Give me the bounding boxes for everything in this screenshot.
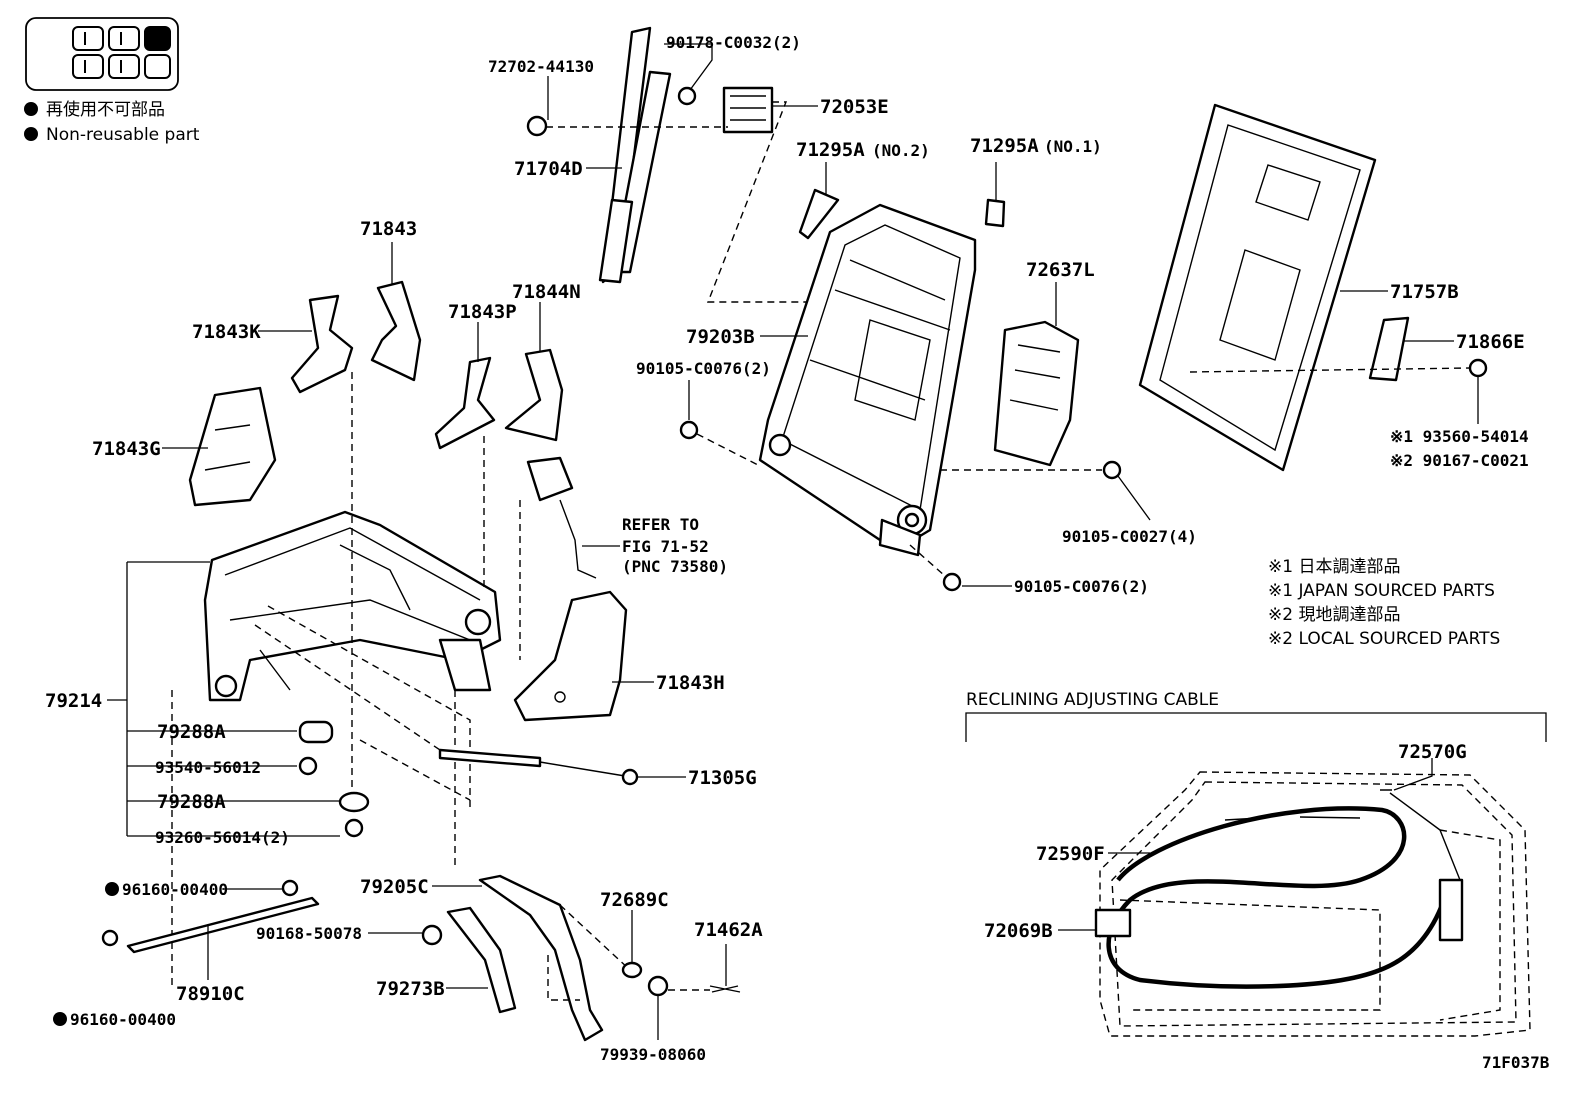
label-71866e: 71866E: [1456, 331, 1525, 353]
bolt-90105-c0076-upper: [679, 420, 699, 440]
arm-79205c: [478, 874, 604, 1042]
clip-96160-upper: [281, 879, 299, 897]
label-71295a-no1-sub: (NO.1): [1044, 137, 1102, 156]
label-79205c: 79205C: [360, 876, 429, 898]
headrest-support-part: [526, 26, 774, 284]
label-71305g: 71305G: [688, 767, 757, 789]
seat-position-icon: [25, 17, 179, 91]
rod-78910c: [126, 896, 320, 954]
refer-line-3: (PNC 73580): [622, 557, 728, 576]
label-79939-08060: 79939-08060: [600, 1045, 706, 1064]
cover-71866e: [1368, 316, 1410, 382]
label-90105-c0076-upper: 90105-C0076(2): [636, 359, 771, 378]
note-2-jp: ※2 現地調達部品: [1268, 605, 1400, 625]
label-71843: 71843: [360, 218, 417, 240]
reclining-cable: [1106, 806, 1453, 989]
label-72053e: 72053E: [820, 96, 889, 118]
label-79288a-1: 79288A: [157, 721, 226, 743]
seatback-board-71757b: [1138, 103, 1377, 472]
label-90105-c0027: 90105-C0027(4): [1062, 527, 1197, 546]
label-93540-56012: 93540-56012: [155, 758, 261, 777]
cover-71843: [370, 280, 422, 382]
label-79273b: 79273B: [376, 978, 445, 1000]
bolt-93540: [298, 756, 318, 776]
cap-79288a-1: [298, 720, 334, 744]
clip-96160-lower: [101, 929, 119, 947]
label-93260-56014: 93260-56014(2): [155, 828, 290, 847]
bolt-90168: [421, 924, 443, 946]
cap-79288a-2: [338, 791, 370, 813]
cable-lever: [1438, 878, 1464, 942]
gas-spring-71305g: [438, 748, 542, 768]
label-72637l: 72637L: [1026, 259, 1095, 281]
label-90167-c0021: ※2 90167-C0021: [1390, 451, 1529, 470]
bolt-93260: [344, 818, 364, 838]
label-71843k: 71843K: [192, 321, 261, 343]
label-90178-c0032: 90178-C0032(2): [666, 33, 801, 52]
label-72590f: 72590F: [1036, 843, 1105, 865]
pad-72637l: [993, 320, 1080, 467]
note-1-en: ※1 JAPAN SOURCED PARTS: [1268, 581, 1495, 601]
bolt-90105-c0027: [1102, 460, 1122, 480]
label-72689c: 72689C: [600, 889, 669, 911]
washer-72689c: [621, 961, 643, 979]
label-71843p: 71843P: [448, 301, 517, 323]
label-79288a-2: 79288A: [157, 791, 226, 813]
cable-holder-72069b: [1094, 908, 1132, 938]
cover-71843g: [188, 386, 277, 507]
cable-section-title: RECLINING ADJUSTING CABLE: [966, 690, 1219, 710]
seatback-outline-cable-view: [1099, 771, 1531, 1037]
label-71295a-no1: 71295A: [970, 135, 1039, 157]
bolt-90105-c0076-lower: [942, 572, 962, 592]
label-71844n: 71844N: [512, 281, 581, 303]
label-72069b: 72069B: [984, 920, 1053, 942]
bracket-71295a-no1: [984, 198, 1006, 228]
non-reusable-mark-icon: [53, 1012, 67, 1026]
label-96160-00400-upper: 96160-00400: [122, 880, 228, 899]
cover-71843k: [290, 294, 354, 394]
bolt-79939: [647, 975, 669, 997]
non-reusable-bullet-icon: [24, 127, 38, 141]
cover-79273b: [446, 906, 517, 1014]
cover-71844n: [504, 348, 564, 442]
label-71295a-no2-sub: (NO.2): [872, 141, 930, 160]
label-79214: 79214: [45, 690, 102, 712]
cover-71843h: [513, 590, 628, 722]
refer-line-1: REFER TO: [622, 515, 699, 534]
label-72702-44130: 72702-44130: [488, 57, 594, 76]
label-90168-50078: 90168-50078: [256, 924, 362, 943]
label-71295a-no2: 71295A: [796, 139, 865, 161]
bracket-71295a-no2: [798, 188, 840, 240]
label-96160-00400-lower: 96160-00400: [70, 1010, 176, 1029]
refer-line-2: FIG 71-52: [622, 537, 709, 556]
seatback-frame-part: [758, 203, 977, 557]
note-1-jp: ※1 日本調達部品: [1268, 557, 1400, 577]
cover-71843p: [434, 356, 496, 450]
non-reusable-bullet-icon: [24, 102, 38, 116]
label-72570g: 72570G: [1398, 741, 1467, 763]
legend-en: Non-reusable part: [46, 125, 200, 145]
label-71704d: 71704D: [514, 158, 583, 180]
label-71843h: 71843H: [656, 672, 725, 694]
note-2-en: ※2 LOCAL SOURCED PARTS: [1268, 629, 1500, 649]
legend-jp: 再使用不可部品: [46, 99, 165, 120]
label-71462a: 71462A: [694, 919, 763, 941]
label-71757b: 71757B: [1390, 281, 1459, 303]
label-79203b: 79203B: [686, 326, 755, 348]
seatbelt-buckle: [526, 456, 574, 502]
label-93560-54014: ※1 93560-54014: [1390, 427, 1529, 446]
label-90105-c0076-lower: 90105-C0076(2): [1014, 577, 1149, 596]
fastener-93560: [1468, 358, 1488, 378]
non-reusable-mark-icon: [105, 882, 119, 896]
figure-code: 71F037B: [1482, 1053, 1550, 1072]
label-78910c: 78910C: [176, 983, 245, 1005]
label-71843g: 71843G: [92, 438, 161, 460]
